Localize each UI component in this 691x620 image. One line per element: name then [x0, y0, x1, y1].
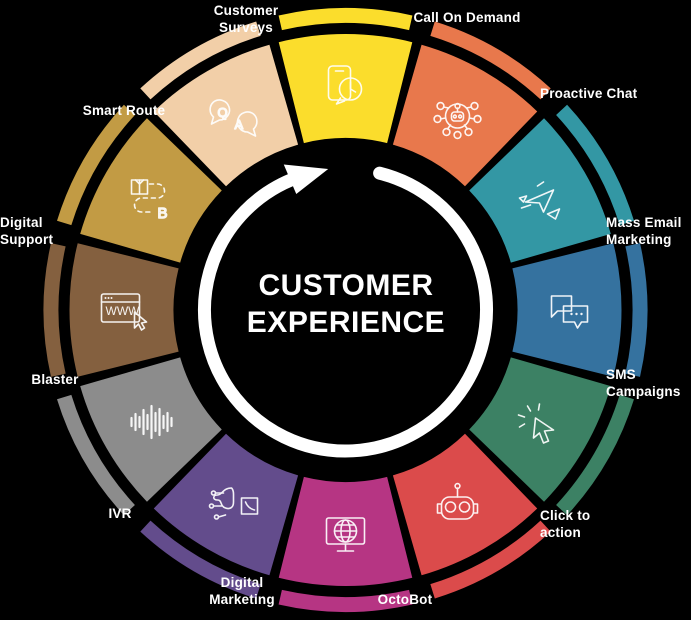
segment-robot[interactable]	[392, 433, 538, 576]
package-route-icon: B	[130, 179, 168, 223]
segment-label-browser-www: Digital Support	[0, 215, 54, 247]
center-circular-arrow	[198, 164, 493, 458]
segment-label-phone-clock: Call On Demand	[413, 10, 521, 25]
segment-label-sms-bubbles: SMS Campaigns	[606, 367, 681, 399]
segment-phone-clock[interactable]	[278, 34, 413, 144]
outer-ring-segment-12	[140, 21, 261, 100]
outer-ring-segment-10	[43, 243, 66, 377]
outer-ring-segment-4	[625, 243, 648, 377]
qa-bubbles-icon: QA	[209, 99, 258, 137]
outer-ring-segment-1	[278, 8, 413, 31]
outer-ring-segment-8	[140, 520, 261, 599]
chatbot-network-icon	[433, 101, 482, 140]
segment-paper-planes[interactable]	[469, 118, 611, 263]
arrow-arc	[198, 166, 493, 458]
paper-planes-icon	[518, 181, 561, 220]
center-title-line-1: CUSTOMER	[258, 269, 434, 302]
outer-ring-segment-7	[278, 589, 413, 613]
outer-ring-segment-11	[57, 104, 135, 226]
outer-ring-segment-3	[556, 104, 634, 226]
outer-ring-segment-2	[430, 21, 551, 100]
outer-ring-segment-9	[57, 394, 135, 516]
segment-label-ivr-circuit: IVR	[108, 506, 132, 521]
segment-label-waveform: Blaster	[31, 372, 79, 387]
sms-bubbles-icon	[550, 295, 589, 329]
outer-ring-segment-5	[556, 394, 634, 516]
svg-text:B: B	[158, 205, 168, 222]
arrow-head	[283, 164, 329, 195]
segment-label-chatbot-network: Proactive Chat	[540, 86, 638, 101]
center-title-line-2: EXPERIENCE	[246, 305, 446, 339]
segment-package-route[interactable]	[80, 118, 222, 263]
segment-label-package-route: Smart Route	[82, 103, 166, 118]
segment-label-qa-bubbles: Customer Surveys	[213, 3, 279, 35]
svg-text:Q: Q	[218, 105, 228, 120]
browser-www-icon: WWW	[100, 293, 148, 331]
svg-text:A: A	[235, 117, 244, 132]
outer-thin-ring	[43, 8, 648, 613]
segment-label-robot: OctoBot	[377, 592, 433, 607]
main-segment-ring	[69, 34, 622, 586]
segment-chatbot-network[interactable]	[392, 44, 538, 187]
segment-browser-www[interactable]	[69, 243, 179, 377]
segment-icon-layer: WWW B QA	[100, 65, 589, 552]
waveform-icon	[130, 404, 173, 440]
segment-ivr-circuit[interactable]	[153, 433, 299, 576]
click-cursor-icon	[517, 403, 555, 444]
segment-qa-bubbles[interactable]	[153, 44, 299, 187]
segment-label-paper-planes: Mass Email Marketing	[606, 215, 682, 247]
phone-clock-icon	[327, 65, 363, 105]
segment-label-click-cursor: Click to action	[540, 508, 591, 540]
ivr-circuit-icon	[208, 487, 259, 520]
svg-text:WWW: WWW	[106, 304, 141, 318]
robot-icon	[436, 482, 479, 520]
outer-ring-segment-6	[430, 520, 551, 599]
segment-label-globe-monitor: Digital Marketing	[209, 575, 275, 607]
segment-sms-bubbles[interactable]	[512, 243, 622, 377]
globe-monitor-icon	[325, 517, 366, 552]
segment-click-cursor[interactable]	[469, 357, 611, 502]
center-title: CUSTOMER EXPERIENCE	[196, 268, 496, 341]
